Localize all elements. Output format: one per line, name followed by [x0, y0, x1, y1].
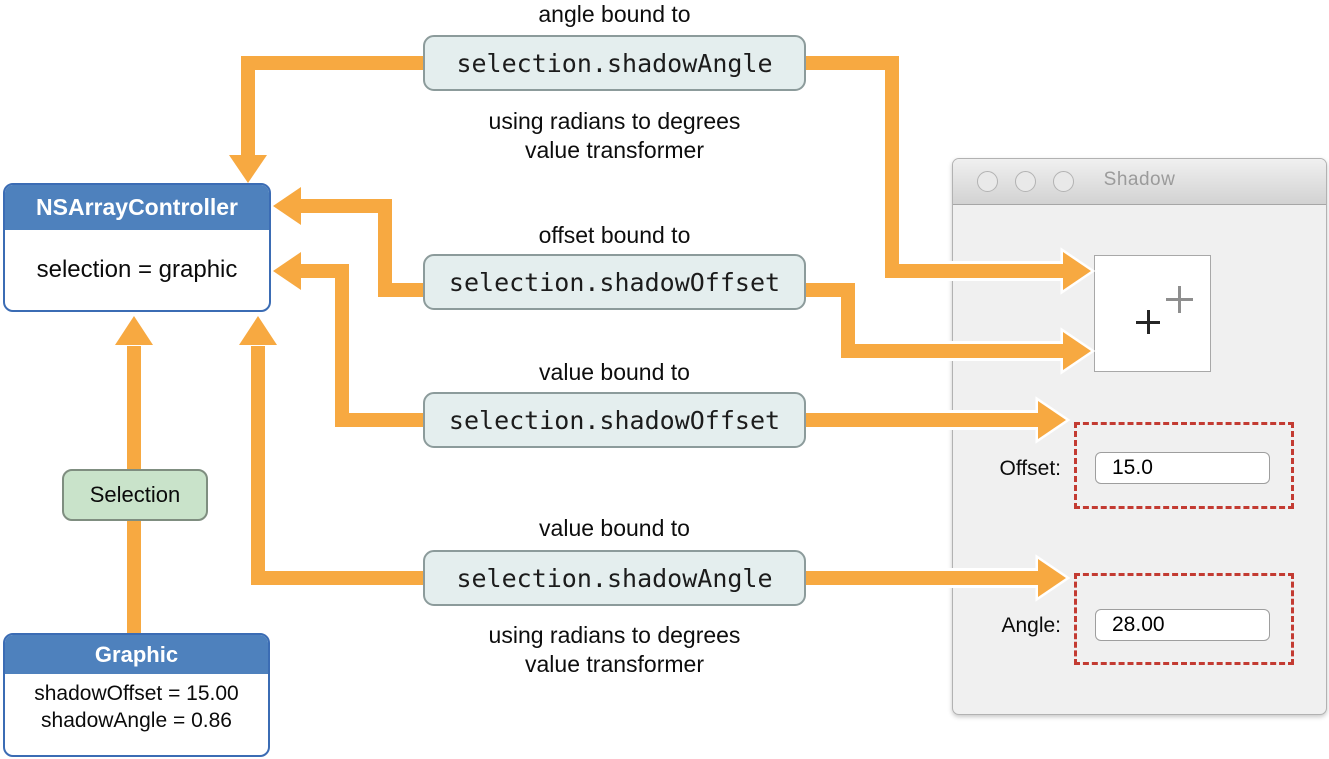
- nsarraycontroller-detail: selection = graphic: [36, 256, 238, 283]
- keypath-text: selection.shadowAngle: [456, 563, 773, 593]
- offset-label: Offset:: [999, 457, 1061, 480]
- transformer-note-line2: value transformer: [525, 651, 704, 677]
- selection-badge: Selection: [62, 469, 208, 521]
- shadow-offset-well[interactable]: [1094, 255, 1211, 372]
- transformer-note-line1: using radians to degrees: [488, 622, 741, 648]
- graphic-property-angle: shadowAngle = 0.86: [41, 709, 232, 732]
- keypath-pill-shadow-offset-1: selection.shadowOffset: [423, 254, 806, 310]
- shadow-inspector-window: Shadow Offset: Angle:: [952, 158, 1327, 715]
- arrow-value-offset-to-controller: [268, 247, 423, 430]
- transformer-note-line1: using radians to degrees: [488, 108, 741, 134]
- offset-highlight-box: [1074, 422, 1294, 509]
- nsarraycontroller-title: NSArrayController: [5, 185, 269, 230]
- angle-label: Angle:: [1001, 614, 1061, 637]
- arrow-value-angle-to-controller: [234, 311, 423, 588]
- arrow-angle-to-controller: [224, 53, 423, 188]
- transformer-note-bottom: using radians to degrees value transform…: [423, 621, 806, 679]
- angle-input[interactable]: [1095, 609, 1270, 641]
- crosshair-dark-icon: [1136, 310, 1160, 334]
- angle-highlight-box: [1074, 573, 1294, 665]
- transformer-note-top: using radians to degrees value transform…: [423, 107, 806, 165]
- keypath-pill-shadow-offset-2: selection.shadowOffset: [423, 392, 806, 448]
- window-titlebar[interactable]: Shadow: [953, 159, 1326, 205]
- graphic-box: Graphic shadowOffset = 15.00 shadowAngle…: [3, 633, 270, 757]
- keypath-pill-shadow-angle-bottom: selection.shadowAngle: [423, 550, 806, 606]
- graphic-title: Graphic: [5, 635, 268, 674]
- offset-input[interactable]: [1095, 452, 1270, 484]
- window-title: Shadow: [1103, 169, 1176, 190]
- binding-label-offset: offset bound to: [538, 222, 691, 248]
- binding-label-value-2: value bound to: [539, 515, 690, 541]
- keypath-text: selection.shadowOffset: [448, 405, 781, 435]
- binding-label-value-1: value bound to: [539, 359, 690, 385]
- arrow-offset-to-controller: [268, 182, 423, 300]
- crosshair-gray-icon: [1166, 286, 1193, 313]
- graphic-property-offset: shadowOffset = 15.00: [34, 682, 239, 705]
- nsarraycontroller-box: NSArrayController selection = graphic: [3, 183, 271, 312]
- keypath-text: selection.shadowAngle: [456, 48, 773, 78]
- transformer-note-line2: value transformer: [525, 137, 704, 163]
- keypath-pill-shadow-angle-top: selection.shadowAngle: [423, 35, 806, 91]
- binding-label-angle: angle bound to: [538, 1, 691, 27]
- selection-badge-label: Selection: [89, 482, 181, 507]
- keypath-text: selection.shadowOffset: [448, 267, 781, 297]
